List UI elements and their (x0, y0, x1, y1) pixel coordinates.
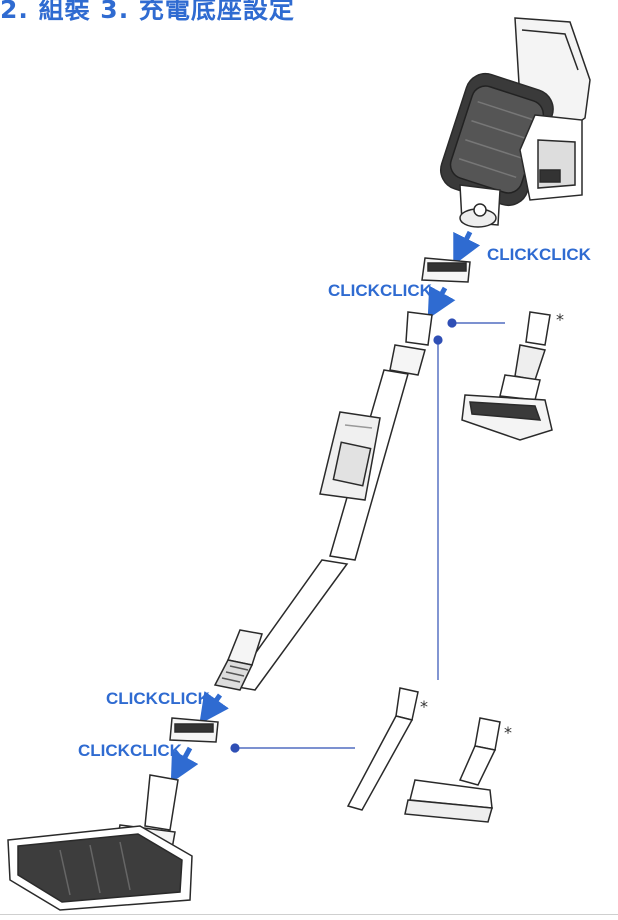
floor-nozzle (7, 774, 193, 911)
arrow-down-icon (427, 285, 456, 320)
page-title: 2. 組裝 3. 充電底座設定 (0, 0, 295, 24)
click-label-bottom-1: CLICKCLICK (106, 689, 211, 708)
accessory-marker: * (420, 697, 428, 716)
extension-tube (213, 311, 433, 691)
crevice-tool (346, 687, 419, 811)
mini-motorized-tool (461, 311, 553, 441)
leader-lines (230, 318, 505, 753)
bottom-divider (0, 914, 618, 915)
tube-connector-top (421, 257, 471, 283)
accessory-marker: * (556, 310, 564, 329)
accessory-marker: * (504, 723, 512, 742)
arrow-down-icon (453, 230, 481, 266)
click-label-top-right: CLICKCLICK (487, 245, 592, 264)
arrow-down-icon (199, 691, 229, 725)
tube-connector-bottom (169, 717, 219, 743)
vacuum-main-body (440, 17, 591, 228)
arrow-down-icon (170, 746, 199, 784)
upholstery-tool (404, 717, 501, 823)
click-label-top-left: CLICKCLICK (328, 281, 433, 300)
click-label-bottom-2: CLICKCLICK (78, 741, 183, 760)
